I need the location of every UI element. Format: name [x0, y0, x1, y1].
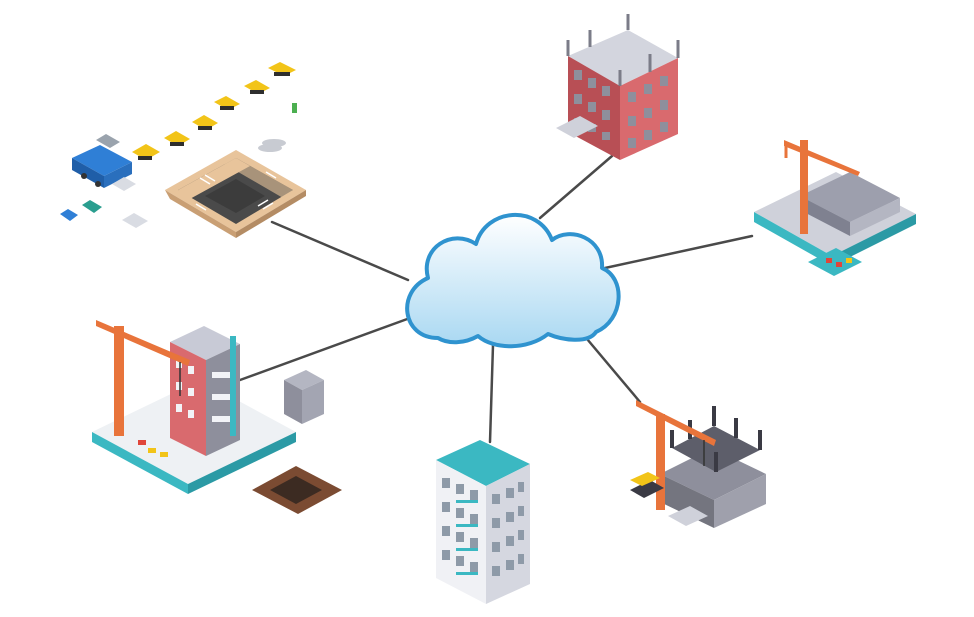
connector-crane-frame	[582, 333, 640, 402]
building-frame-icon	[556, 14, 678, 160]
intersection-icon	[60, 62, 306, 238]
connector-intersection	[272, 222, 408, 280]
crane-building-icon	[92, 320, 342, 514]
connector-apartment-tower	[490, 345, 493, 442]
apartment-tower-icon	[436, 440, 530, 604]
connector-crane-building	[240, 318, 410, 380]
cloud-icon	[407, 215, 618, 346]
connector-building-frame	[540, 156, 612, 218]
crane-frame-icon	[630, 400, 766, 528]
crane-site-icon	[754, 140, 916, 276]
connector-crane-site	[605, 236, 752, 268]
